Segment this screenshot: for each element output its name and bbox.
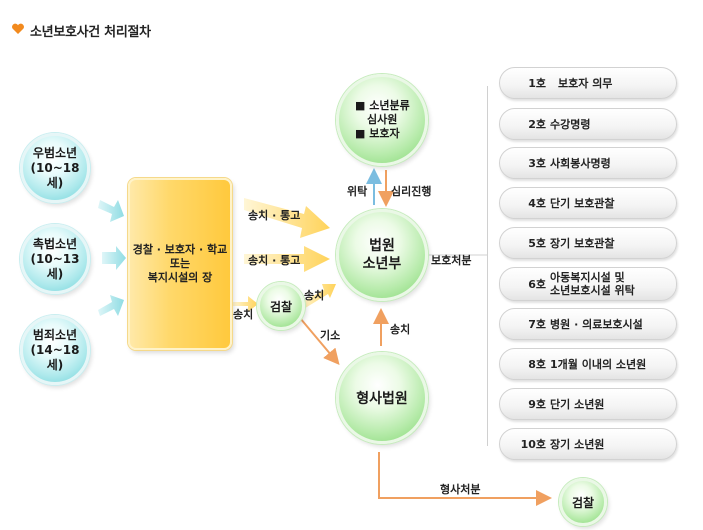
protective-disposition-label: 보호처분 xyxy=(431,254,472,267)
send-to-prosecution-label: 송치 xyxy=(233,308,254,321)
send-notify-label-1: 송치 · 통고 xyxy=(248,209,301,222)
review-proceed-label: 심리진행 xyxy=(391,185,432,198)
criminal-disposition-arrow xyxy=(378,452,552,506)
criminal-disposition-label: 형사처분 xyxy=(440,483,481,496)
prosecution-court-arrow xyxy=(298,284,336,310)
criminal-send-label: 송치 xyxy=(390,323,411,336)
send-notify-label-2: 송치 · 통고 xyxy=(248,254,301,267)
indict-arrow xyxy=(299,317,340,366)
offender-arrow-1 xyxy=(98,200,124,222)
bullet-icon: ■ xyxy=(355,99,370,112)
offender-circle-beomjoe: 범죄소년(14~18세) xyxy=(20,315,90,385)
classification-review-circle: ■ 소년분류 심사원 ■ 보호자 xyxy=(336,74,428,166)
offender-arrow-2 xyxy=(102,246,126,270)
prosecution-circle: 검찰 xyxy=(257,282,305,330)
indict-label: 기소 xyxy=(320,329,341,342)
police-court-arrow-2 xyxy=(244,246,330,272)
page-title: 소년보호사건 처리절차 xyxy=(30,25,151,40)
offender-arrow-3 xyxy=(98,295,124,316)
prosecution-send-label: 송치 xyxy=(304,289,325,302)
bullet-icon: ■ xyxy=(355,127,370,140)
criminal-court-circle: 형사법원 xyxy=(336,352,428,444)
entrust-label: 위탁 xyxy=(347,185,368,198)
police-prosecution-arrow xyxy=(232,296,258,312)
final-prosecution-circle: 검찰 xyxy=(559,478,607,526)
offender-circle-wubeom: 우범소년(10~18세) xyxy=(20,133,90,203)
heart-icon xyxy=(12,23,24,34)
disposition-bracket xyxy=(487,86,496,446)
police-court-arrow-1 xyxy=(244,198,330,238)
offender-circle-chokbeom: 촉법소년(10~13세) xyxy=(20,224,90,294)
police-school-box: 경찰 · 보호자 · 학교 또는 복지시설의 장 xyxy=(128,178,232,350)
